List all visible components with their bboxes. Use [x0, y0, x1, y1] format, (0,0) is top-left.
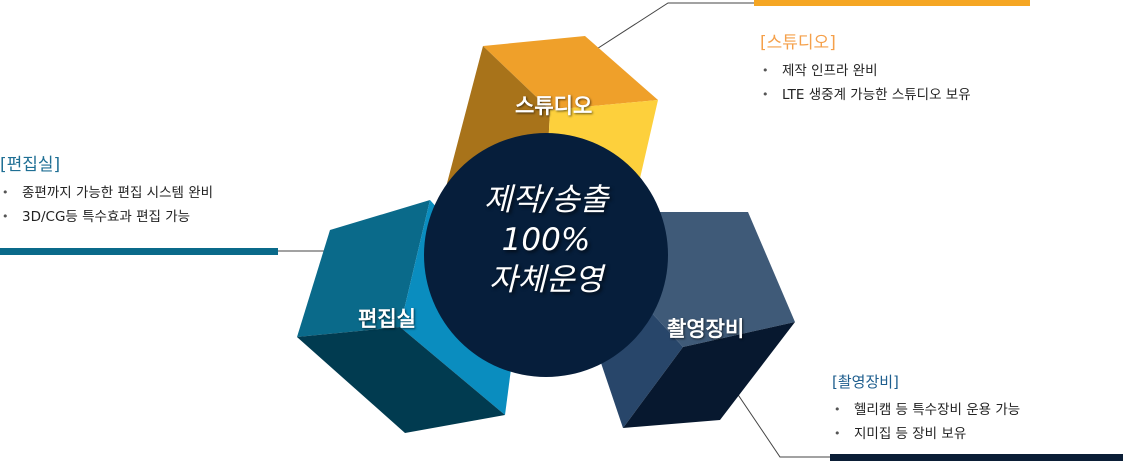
camera-accent-bar: [830, 454, 1123, 461]
edit-info: [편집실] 종편까지 가능한 편집 시스템 완비 3D/CG등 특수효과 편집 …: [0, 150, 213, 229]
camera-connector-line: [717, 364, 830, 458]
list-item: LTE 생중계 가능한 스튜디오 보유: [760, 83, 971, 107]
list-item: 지미집 등 장비 보유: [832, 422, 1020, 446]
camera-cube-label: 촬영장비: [667, 317, 745, 341]
center-line-3: 자체운영: [488, 262, 604, 298]
studio-cube-label: 스튜디오: [515, 94, 593, 118]
center-line-2: 100%: [501, 222, 591, 258]
studio-info: [스튜디오] 제작 인프라 완비 LTE 생중계 가능한 스튜디오 보유: [760, 28, 971, 107]
list-item: 3D/CG등 특수효과 편집 가능: [0, 205, 213, 229]
edit-accent-bar: [0, 248, 278, 255]
center-line-1: 제작/송출: [483, 182, 609, 218]
studio-info-title: [스튜디오]: [760, 33, 836, 53]
camera-info: [촬영장비] 헬리캠 등 특수장비 운용 가능 지미집 등 장비 보유: [832, 371, 1020, 446]
studio-connector-line: [574, 2, 754, 64]
center-circle: [424, 133, 668, 377]
edit-cube-label: 편집실: [358, 307, 416, 331]
center-text: 제작/송출 100% 자체운영: [424, 180, 668, 300]
list-item: 제작 인프라 완비: [760, 59, 971, 83]
list-item: 헬리캠 등 특수장비 운용 가능: [832, 398, 1020, 422]
camera-info-title: [촬영장비]: [832, 373, 899, 391]
edit-info-title: [편집실]: [0, 155, 61, 175]
list-item: 종편까지 가능한 편집 시스템 완비: [0, 181, 213, 205]
studio-accent-bar: [754, 0, 1030, 6]
